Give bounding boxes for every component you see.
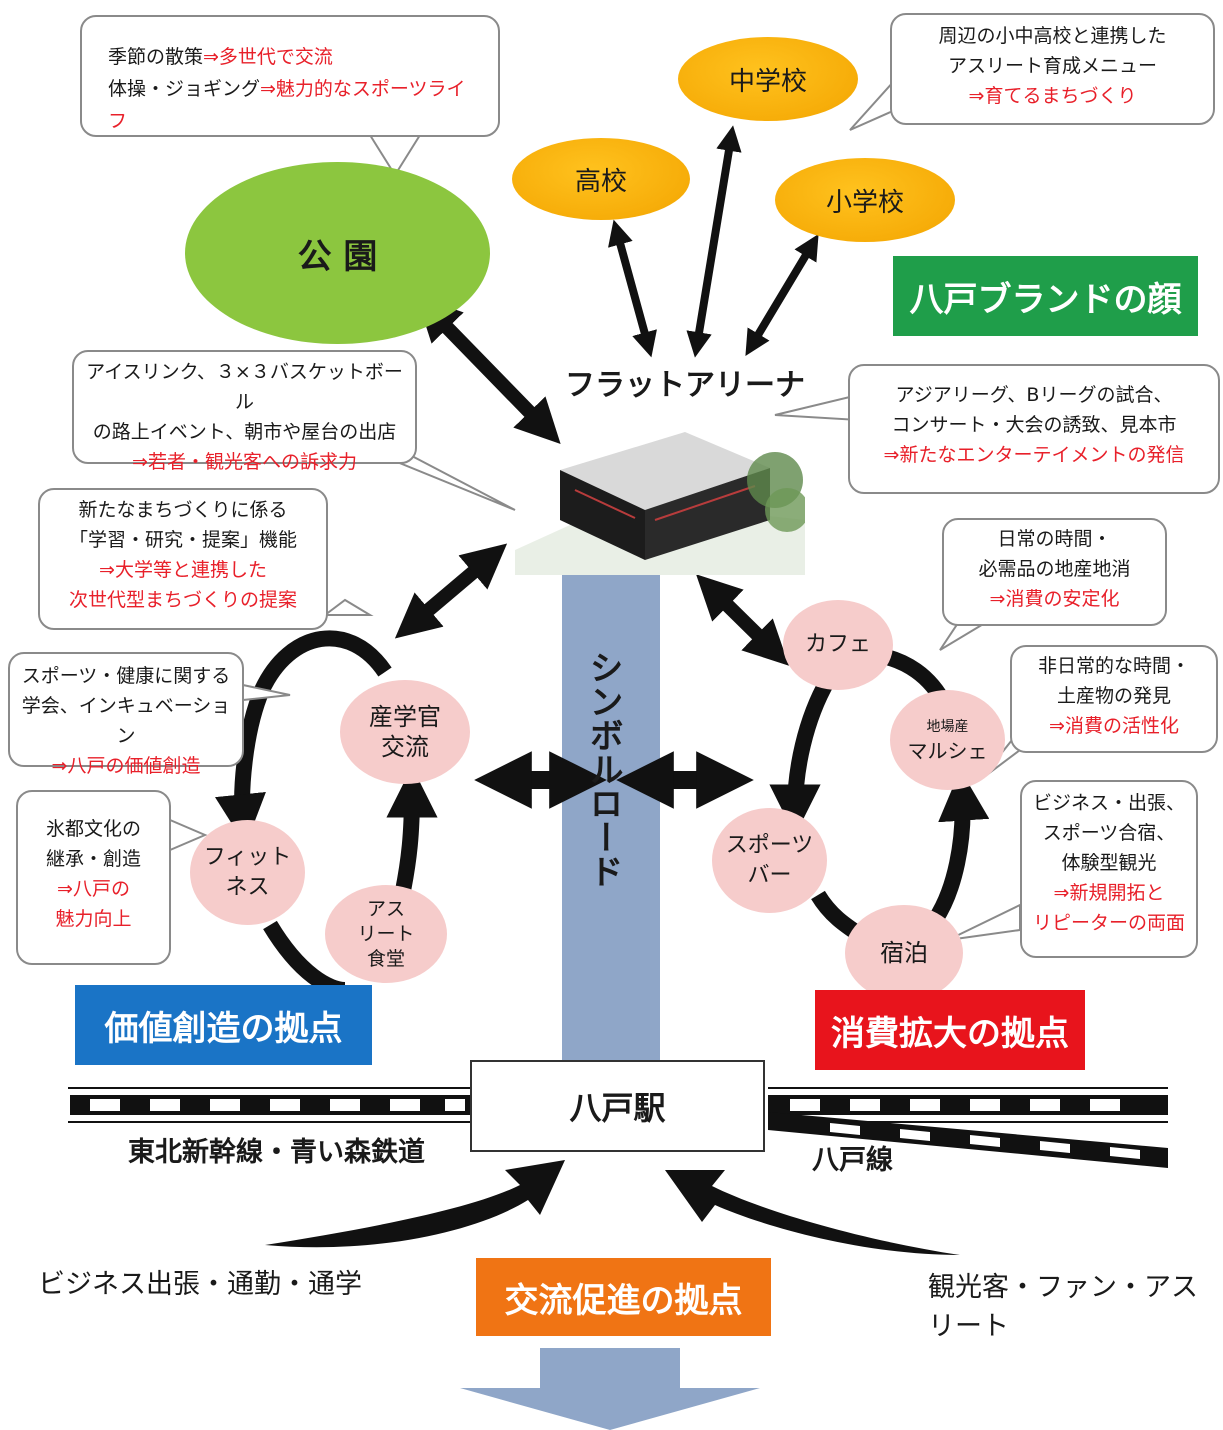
cafe-node: カフェ: [783, 600, 893, 690]
down-arrow: [460, 1348, 760, 1430]
park-callout: 季節の散策⇒多世代で交流 体操・ジョギング⇒魅力的なスポーツライフ: [80, 15, 500, 137]
symbol-road: [562, 565, 660, 1060]
left-line-label: 東北新幹線・青い森鉄道: [128, 1137, 425, 1168]
left-flow-label: ビジネス出張・通勤・通学: [38, 1269, 362, 1300]
ice-culture-callout: 氷都文化の 継承・創造 ⇒八戸の 魅力向上: [16, 790, 171, 965]
arena-left-callout: アイスリンク、３×３バスケットボール の路上イベント、朝市や屋台の出店 ⇒若者・…: [72, 350, 417, 473]
schools-callout: 周辺の小中高校と連携した アスリート育成メニュー ⇒育てるまちづくり: [890, 13, 1215, 125]
nondaily-callout: 非日常的な時間・ 土産物の発見 ⇒消費の活性化: [1010, 645, 1218, 753]
park-label: 公 園: [297, 236, 378, 277]
arena-building: [505, 410, 809, 575]
right-line-label: 八戸線: [812, 1145, 893, 1176]
consumption-hub-label: 消費拡大の拠点: [815, 990, 1085, 1070]
inflow-arrow-left: [265, 1160, 565, 1248]
inflow-arrow-right: [665, 1170, 960, 1255]
arrow-arena-value: [394, 543, 508, 639]
arena-title: フラットアリーナ: [565, 368, 805, 403]
daily-callout: 日常の時間・ 必需品の地産地消 ⇒消費の安定化: [942, 518, 1167, 626]
elementary-node: 小学校: [775, 158, 955, 242]
arena-right-callout: アジアリーグ、Bリーグの試合、 コンサート・大会の誘致、見本市 ⇒新たなエンター…: [848, 364, 1220, 494]
research-callout: 新たなまちづくりに係る 「学習・研究・提案」機能 ⇒大学等と連携した 次世代型ま…: [38, 488, 328, 630]
consumption-loop-right: [928, 769, 990, 925]
arrow-arena-elementary: [745, 234, 819, 356]
station-name: 八戸駅: [569, 1089, 666, 1127]
arrow-arena-highschool: [608, 219, 657, 358]
station-box: 八戸駅: [470, 1060, 765, 1152]
marche-node: 地場産 マルシェ: [890, 690, 1005, 790]
symbol-road-label: シンボルロード: [583, 650, 623, 888]
brand-label: 八戸ブランドの顔: [893, 256, 1198, 336]
rail-pattern-left: [90, 1099, 465, 1111]
industry-academia-node: 産学官 交流: [340, 680, 470, 784]
value-hub-label: 価値創造の拠点: [75, 985, 372, 1065]
sports-health-callout: スポーツ・健康に関する 学会、インキュベーション ⇒八戸の価値創造: [8, 652, 244, 777]
athlete-cafeteria-node: アス リート 食堂: [325, 885, 447, 983]
hachinohe-line-track: [768, 1112, 1168, 1168]
arena-building-illustration: [515, 432, 809, 575]
exchange-hub-label: 交流促進の拠点: [476, 1258, 771, 1336]
sports-bar-node: スポーツ バー: [712, 808, 827, 913]
rail-pattern-right: [790, 1099, 1120, 1111]
lodging-node: 宿泊: [845, 905, 963, 1001]
right-flow-label: 観光客・ファン・アスリート: [928, 1272, 1198, 1342]
fitness-node: フィット ネス: [190, 820, 305, 925]
park-node: 公 園: [185, 162, 490, 344]
consumption-loop-left: [769, 676, 835, 836]
arrow-arena-park: [416, 295, 561, 445]
highschool-node: 高校: [512, 138, 690, 220]
arrow-arena-middleschool: [686, 125, 742, 358]
middleschool-node: 中学校: [678, 37, 858, 121]
business-callout: ビジネス・出張、 スポーツ合宿、 体験型観光 ⇒新規開拓と リピーターの両面: [1020, 780, 1198, 958]
arrow-arena-consumption: [696, 574, 789, 666]
